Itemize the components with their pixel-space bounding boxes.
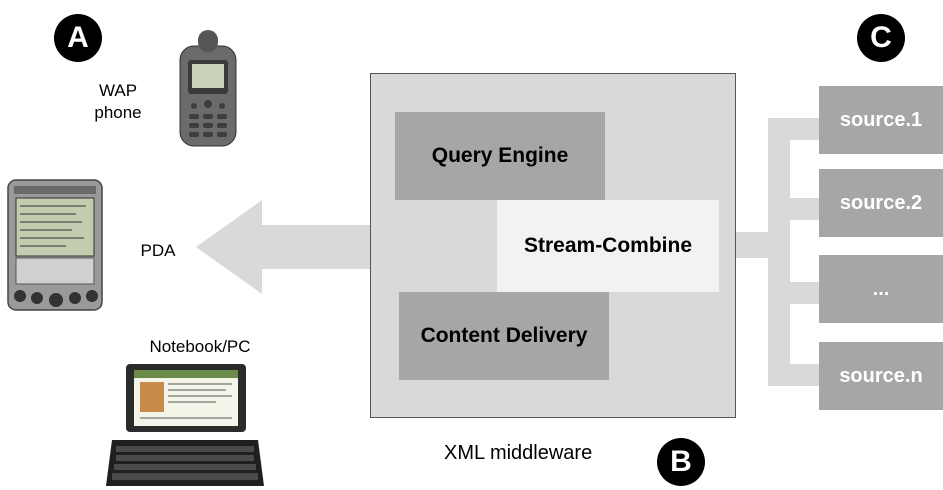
notebook-icon [106,364,264,486]
content-delivery-module: Content Delivery [399,292,609,380]
wap-phone-icon [179,30,237,147]
wap-phone-label: WAP phone [88,80,148,124]
xml-middleware-caption: XML middleware [444,442,593,464]
badge-a: A [54,14,102,62]
connector-source-3 [768,282,820,304]
connector-source-n [768,364,820,386]
badge-c: C [857,14,905,62]
badge-b: B [657,438,705,486]
source-2-box: source.2 [819,169,943,237]
source-n-box: source.n [819,342,943,410]
output-arrow-icon [196,200,372,294]
stream-combine-module: Stream-Combine [497,200,719,292]
pda-label: PDA [140,241,176,260]
source-ellipsis-box: ... [819,255,943,323]
connector-source-1 [768,118,820,140]
connector-main [734,232,770,258]
connector-spine [768,118,790,386]
connector-source-2 [768,198,820,220]
notebook-label: Notebook/PC [149,337,251,356]
pda-icon [7,179,103,311]
wap-label-line1: WAP [98,81,138,100]
query-engine-module: Query Engine [395,112,605,200]
wap-label-line2: phone [94,103,142,122]
source-1-box: source.1 [819,86,943,154]
xml-middleware-box: Query Engine Stream-Combine Content Deli… [370,73,736,418]
